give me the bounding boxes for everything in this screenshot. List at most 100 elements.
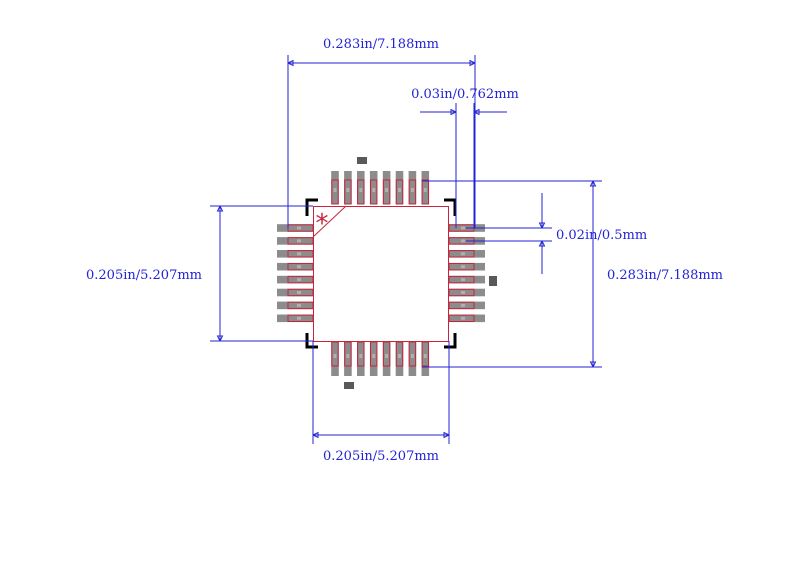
pad-top-outline bbox=[370, 179, 378, 205]
pad-top-outline bbox=[382, 179, 391, 205]
pad-top bbox=[421, 171, 430, 204]
pin1-indicator bbox=[312, 205, 347, 238]
pad-top-outline bbox=[331, 179, 339, 205]
pad-bottom-mark bbox=[346, 354, 350, 358]
pad-right-mark bbox=[461, 278, 465, 282]
pad-left-mark bbox=[297, 291, 301, 294]
dim-pad-width-label: 0.03in/0.762mm bbox=[411, 87, 519, 102]
pad-top-mark bbox=[398, 188, 401, 192]
pad-top bbox=[369, 171, 378, 204]
pad-right-mark bbox=[461, 303, 465, 307]
pad-right bbox=[449, 275, 485, 284]
pad-left-mark bbox=[297, 265, 301, 269]
arrow-left-bottom bbox=[216, 335, 224, 342]
dim-right-overall-height-label: 0.283in/7.188mm bbox=[607, 268, 723, 283]
pad-bottom bbox=[382, 342, 391, 376]
pad-left-mark bbox=[297, 278, 301, 282]
dimension-lines bbox=[210, 55, 602, 444]
pad-right bbox=[449, 288, 485, 297]
pad-left bbox=[277, 250, 313, 258]
pad-right bbox=[449, 314, 485, 323]
corner-top-left bbox=[305, 198, 318, 216]
pad-bottom bbox=[395, 342, 404, 376]
pad-right-mark bbox=[461, 291, 465, 294]
pad-right bbox=[449, 301, 485, 310]
pads-layer bbox=[277, 157, 497, 389]
fiducial-right bbox=[489, 276, 497, 286]
pad-bottom-mark bbox=[372, 354, 376, 358]
corner-top-right bbox=[444, 198, 457, 216]
pad-top-mark bbox=[333, 188, 337, 192]
fiducial-bottom bbox=[344, 382, 354, 389]
dim-bottom-body-width-label: 0.205in/5.207mm bbox=[323, 449, 439, 464]
arrow-padw-right bbox=[473, 108, 480, 116]
package-body-outline bbox=[305, 198, 457, 349]
arrow-pitch-bottom bbox=[538, 240, 546, 247]
pad-bottom bbox=[421, 342, 430, 376]
arrow-bottom-right bbox=[443, 431, 450, 439]
pad-right bbox=[449, 262, 485, 271]
pad-top-outline bbox=[421, 179, 430, 205]
dim-left-body-height-label: 0.205in/5.207mm bbox=[86, 268, 202, 283]
pad-right-mark bbox=[461, 265, 465, 269]
pad-top bbox=[331, 171, 339, 204]
corner-bottom-left bbox=[305, 333, 318, 349]
pad-top-outline bbox=[357, 179, 365, 205]
pad-bottom-mark bbox=[410, 354, 414, 358]
dim-pitch-label: 0.02in/0.5mm bbox=[556, 228, 647, 243]
pad-left bbox=[277, 275, 313, 284]
pad-bottom bbox=[408, 342, 417, 376]
pad-right-mark bbox=[461, 239, 465, 243]
pad-top-mark bbox=[359, 188, 363, 192]
pad-top-outline bbox=[408, 179, 417, 205]
pad-top-mark bbox=[385, 188, 389, 192]
pad-right-mark bbox=[461, 316, 465, 320]
pad-top bbox=[382, 171, 391, 204]
fiducial-top bbox=[357, 157, 367, 164]
pad-left bbox=[277, 288, 313, 297]
pad-bottom bbox=[357, 342, 365, 376]
pad-bottom-mark bbox=[359, 354, 363, 358]
pad-bottom-mark bbox=[385, 354, 389, 358]
pad-bottom-mark bbox=[423, 354, 427, 358]
pin1-diagonal bbox=[312, 205, 347, 238]
pad-bottom-mark bbox=[333, 354, 337, 358]
arrow-bottom-left bbox=[312, 431, 319, 439]
arrow-left-top bbox=[216, 205, 224, 212]
corner-bottom-right bbox=[444, 333, 457, 349]
pad-top bbox=[408, 171, 417, 204]
pad-left bbox=[277, 314, 313, 323]
pad-left-mark bbox=[297, 239, 301, 243]
pad-top-mark bbox=[372, 188, 376, 192]
pad-left-mark bbox=[297, 252, 301, 256]
pad-left-mark bbox=[297, 303, 301, 307]
arrow-padw-left bbox=[450, 108, 457, 116]
pad-bottom bbox=[331, 342, 339, 376]
pad-left-mark bbox=[297, 226, 301, 230]
pad-left-mark bbox=[297, 316, 301, 320]
pad-top-mark bbox=[423, 188, 427, 192]
arrow-pitch-top bbox=[538, 222, 546, 229]
pad-top bbox=[344, 171, 352, 204]
pad-top-outline bbox=[395, 179, 404, 205]
pad-bottom bbox=[344, 342, 352, 376]
pad-top bbox=[395, 171, 404, 204]
arrow-right-top bbox=[589, 180, 597, 187]
pad-top bbox=[357, 171, 365, 204]
pad-right bbox=[449, 250, 485, 258]
pad-left bbox=[277, 224, 313, 232]
arrow-top-right bbox=[469, 59, 476, 67]
body-outline bbox=[313, 206, 449, 342]
pin1-asterisk: * bbox=[316, 209, 329, 239]
pad-top-outline bbox=[344, 179, 352, 205]
dim-top-overall-width-label: 0.283in/7.188mm bbox=[323, 37, 439, 52]
pad-top-mark bbox=[346, 188, 350, 192]
pad-right-mark bbox=[461, 252, 465, 256]
pad-left bbox=[277, 237, 313, 245]
pad-bottom-mark bbox=[398, 354, 401, 358]
pad-left bbox=[277, 301, 313, 310]
pad-right-mark bbox=[461, 226, 465, 230]
pad-bottom bbox=[369, 342, 378, 376]
arrow-right-bottom bbox=[589, 361, 597, 368]
